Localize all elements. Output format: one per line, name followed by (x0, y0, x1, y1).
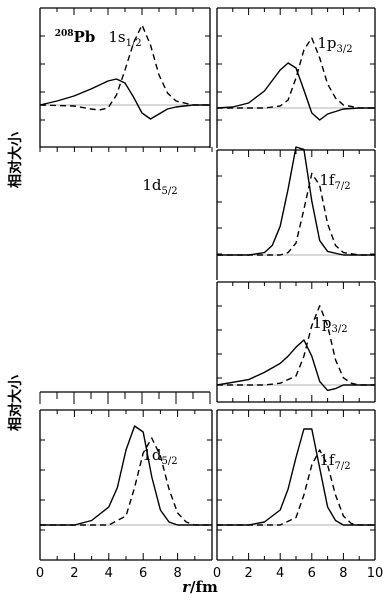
series-dashed-line (217, 305, 375, 386)
xtick-label: 0 (213, 566, 221, 581)
panel-label: 1d5/2 (142, 446, 177, 467)
panel-label: 1p3/2 (312, 314, 347, 335)
panel-label-subscript: 7/2 (335, 181, 351, 192)
xtick-label: 2 (244, 566, 252, 581)
panel-label-subscript: 1/2 (126, 38, 142, 49)
ylabel-lower: 相对大小 (7, 375, 24, 431)
series-solid-line (39, 78, 210, 120)
series-dashed-line (217, 449, 375, 526)
panel-label: 1f7/2 (319, 451, 350, 472)
xtick-label: 4 (105, 566, 113, 581)
series-solid-line (217, 146, 375, 256)
xtick-label: 2 (70, 566, 78, 581)
panel-1: 1p3/2 (216, 7, 376, 148)
series-solid-line (217, 428, 375, 526)
xtick-label: 4 (276, 566, 284, 581)
nucleus-mass-number: 208 (55, 29, 74, 39)
panel-label-subscript: 3/2 (337, 44, 353, 55)
panel-label-main: 1p (312, 314, 331, 332)
nucleus-label: 208Pb (55, 28, 96, 46)
xtick-label: 10 (367, 566, 384, 581)
series-dashed-line (217, 172, 375, 256)
panel-label-subscript: 3/2 (332, 324, 348, 335)
xtick-label: 6 (139, 566, 147, 581)
panel-label: 1p3/2 (317, 34, 352, 55)
panel-label-main: 1f (319, 171, 336, 189)
series-dashed-line (40, 437, 212, 526)
panel-5: 1f7/2 0 2 4 6 8 10 (213, 409, 384, 581)
ylabel-upper: 相对大小 (7, 132, 24, 188)
panel-label: 1s1/2 (108, 28, 141, 49)
fragment-ticks (39, 147, 213, 404)
series-solid-line (40, 425, 212, 526)
panel-4: 1d5/2 0 2 4 6 8 (36, 409, 213, 581)
panel-label-main: 1f (319, 451, 336, 469)
series-solid-line (216, 62, 375, 121)
series-dashed-line (39, 24, 210, 111)
nucleus-symbol: Pb (74, 28, 96, 46)
xtick-label: 8 (173, 566, 181, 581)
panel-3: 1p3/2 (216, 281, 376, 403)
panel-label: 1f7/2 (319, 171, 350, 192)
xtick-label: 0 (36, 566, 44, 581)
panel-label-subscript: 7/2 (335, 461, 351, 472)
panel-label-subscript: 5/2 (162, 456, 178, 467)
xtick-label: 8 (339, 566, 347, 581)
panel-label-main: 1p (317, 34, 336, 52)
panel-label-main: 1d (142, 446, 162, 464)
xlabel: r/fm (182, 578, 218, 596)
panel-0: 1s1/2 208Pb (39, 7, 211, 148)
panel-label-main: 1s (108, 28, 125, 46)
orphan-label-1d52: 1d5/2 (142, 176, 177, 197)
series-solid-line (216, 339, 375, 392)
series-dashed-line (217, 37, 375, 109)
panel-2: 1f7/2 (216, 146, 376, 280)
xtick-label: 6 (308, 566, 316, 581)
